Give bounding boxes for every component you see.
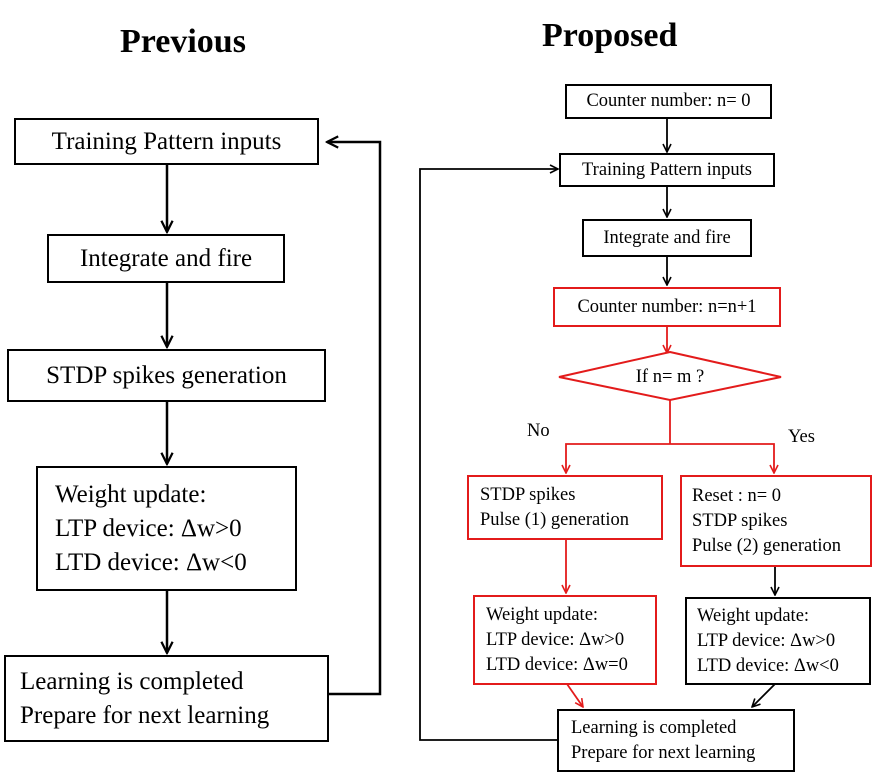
prop-weight2-line-3: LTD device: Δw<0: [697, 655, 839, 676]
prev-learning-box: Learning is completed Prepare for next l…: [4, 655, 329, 742]
prop-weight1-box: Weight update: LTP device: Δw>0 LTD devi…: [473, 595, 657, 685]
prop-arrow-yes-branch: [670, 443, 774, 473]
prop-learning-line-1: Learning is completed: [571, 717, 737, 738]
prop-integrate-box: Integrate and fire: [582, 219, 752, 257]
prev-integrate-label: Integrate and fire: [79, 244, 253, 272]
prop-stdp2-line-1: Reset : n= 0: [692, 485, 782, 506]
prop-learning-line-2: Prepare for next learning: [571, 742, 756, 763]
proposed-connectors: [419, 118, 776, 741]
prop-stdp1-box: STDP spikes Pulse (1) generation: [467, 475, 663, 540]
prev-weight-line-2: LTP device: Δw>0: [55, 514, 242, 542]
prev-weight-line-1: Weight update:: [55, 480, 207, 508]
prop-arrow-no-branch: [566, 443, 670, 473]
prop-weight1-line-1: Weight update:: [486, 604, 599, 625]
prop-no-label: No: [527, 421, 550, 441]
previous-title: Previous: [120, 23, 246, 60]
prev-learning-line-2: Prepare for next learning: [20, 701, 270, 729]
prop-weight1-line-3: LTD device: Δw=0: [486, 654, 628, 675]
prop-counter-init-box: Counter number: n= 0: [565, 84, 772, 119]
prop-training-box: Training Pattern inputs: [559, 153, 775, 187]
prop-counter-inc-label: Counter number: n=n+1: [577, 296, 757, 317]
prop-stdp2-line-2: STDP spikes: [692, 510, 788, 531]
prop-weight1-line-2: LTP device: Δw>0: [486, 629, 625, 650]
prop-integrate-label: Integrate and fire: [603, 227, 731, 248]
prop-loop-back-arrow: [419, 169, 558, 741]
prop-counter-init-label: Counter number: n= 0: [586, 91, 751, 111]
prop-stdp1-line-2: Pulse (1) generation: [480, 509, 629, 530]
prop-weight2-line-1: Weight update:: [697, 605, 810, 626]
prop-decision-diamond: [558, 350, 782, 402]
prop-stdp2-line-3: Pulse (2) generation: [692, 535, 841, 556]
prop-arrow-weight1-to-learning: [566, 683, 583, 707]
prop-stdp2-box: Reset : n= 0 STDP spikes Pulse (2) gener…: [680, 475, 872, 567]
prop-learning-box: Learning is completed Prepare for next l…: [557, 709, 795, 772]
prop-weight2-box: Weight update: LTP device: Δw>0 LTD devi…: [685, 597, 871, 685]
previous-connectors: [167, 142, 382, 696]
prop-decision-label: If n= m ?: [635, 366, 705, 387]
prev-weight-box: Weight update: LTP device: Δw>0 LTD devi…: [36, 466, 297, 591]
prev-stdp-box: STDP spikes generation: [7, 349, 326, 402]
prop-counter-inc-box: Counter number: n=n+1: [553, 287, 781, 327]
prop-arrow-weight2-to-learning: [752, 683, 776, 707]
prev-loop-back-arrow: [327, 142, 382, 696]
prop-weight2-line-2: LTP device: Δw>0: [697, 630, 836, 651]
prop-yes-label: Yes: [788, 427, 815, 447]
prev-weight-line-3: LTD device: Δw<0: [55, 548, 247, 576]
proposed-title: Proposed: [542, 17, 678, 54]
prop-stdp1-line-1: STDP spikes: [480, 484, 576, 505]
prev-integrate-box: Integrate and fire: [47, 234, 285, 283]
prev-learning-line-1: Learning is completed: [20, 667, 244, 695]
prev-training-label: Training Pattern inputs: [51, 127, 282, 155]
prev-stdp-label: STDP spikes generation: [46, 361, 287, 389]
prev-training-box: Training Pattern inputs: [14, 118, 319, 165]
prop-training-label: Training Pattern inputs: [582, 159, 752, 180]
